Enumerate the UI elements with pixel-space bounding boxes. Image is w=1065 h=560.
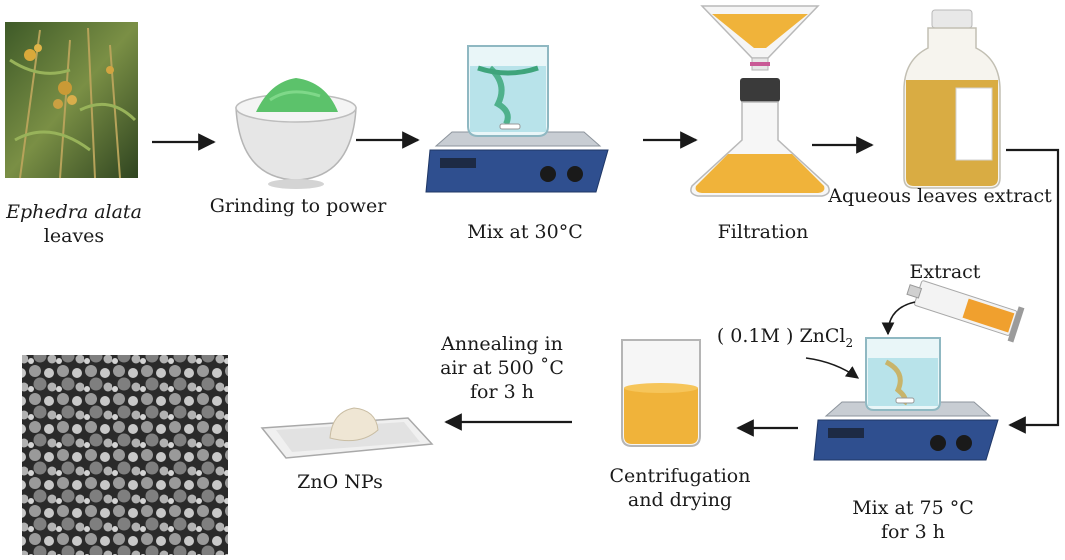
extract-bottle-icon [903, 9, 1001, 189]
leaves-label: Ephedra alata leaves [0, 200, 148, 248]
centrifuge-beaker-icon [621, 339, 701, 447]
centrifuge-label: Centrifugation and drying [592, 464, 768, 512]
centrifuge-line1: Centrifugation [609, 465, 751, 487]
leaves-word: leaves [43, 225, 105, 247]
filtration-funnel-icon [700, 5, 820, 144]
arrow-extract-to-mix2 [1006, 148, 1060, 434]
arrow-syringe-to-beaker [881, 301, 916, 336]
erlenmeyer-flask-icon [690, 101, 830, 197]
grinding-bowl-icon [235, 78, 357, 189]
zncl2-label: ( 0.1M ) ZnCl2 [702, 324, 868, 355]
annealing-label: Annealing in air at 500 ˚C for 3 h [420, 332, 584, 404]
syringe-icon [906, 280, 1025, 343]
beaker-icon-2 [865, 337, 941, 411]
sem-image [22, 355, 228, 555]
flow-arrows [152, 131, 1060, 437]
grinding-label: Grinding to power [209, 195, 387, 217]
filtration-label: Filtration [717, 221, 809, 243]
zno-tray-icon [260, 407, 434, 459]
mix2-line1: Mix at 75 °C [852, 497, 974, 519]
beaker-icon [467, 45, 549, 137]
annealing-line1: Annealing in [441, 333, 563, 355]
annealing-line2: air at 500 ˚C [440, 357, 564, 379]
zncl2-subscript: 2 [845, 335, 854, 350]
mix1-label: Mix at 30°C [467, 221, 583, 243]
arrow-zncl2-to-beaker [805, 357, 860, 379]
centrifuge-line2: and drying [627, 489, 733, 511]
syringe-extract-label: Extract [909, 261, 981, 283]
zncl2-prefix: ( 0.1M ) ZnCl [716, 325, 846, 347]
mix2-line2: for 3 h [881, 521, 945, 543]
leaves-species-name: Ephedra alata [6, 201, 142, 223]
ephedra-leaves-photo [5, 22, 138, 179]
extract-label: Aqueous leaves extract [828, 185, 1052, 207]
mix2-label: Mix at 75 °C for 3 h [838, 496, 988, 544]
annealing-line3: for 3 h [470, 381, 534, 403]
zno-label: ZnO NPs [297, 471, 383, 493]
hotplate-stirrer-icon [425, 131, 609, 193]
